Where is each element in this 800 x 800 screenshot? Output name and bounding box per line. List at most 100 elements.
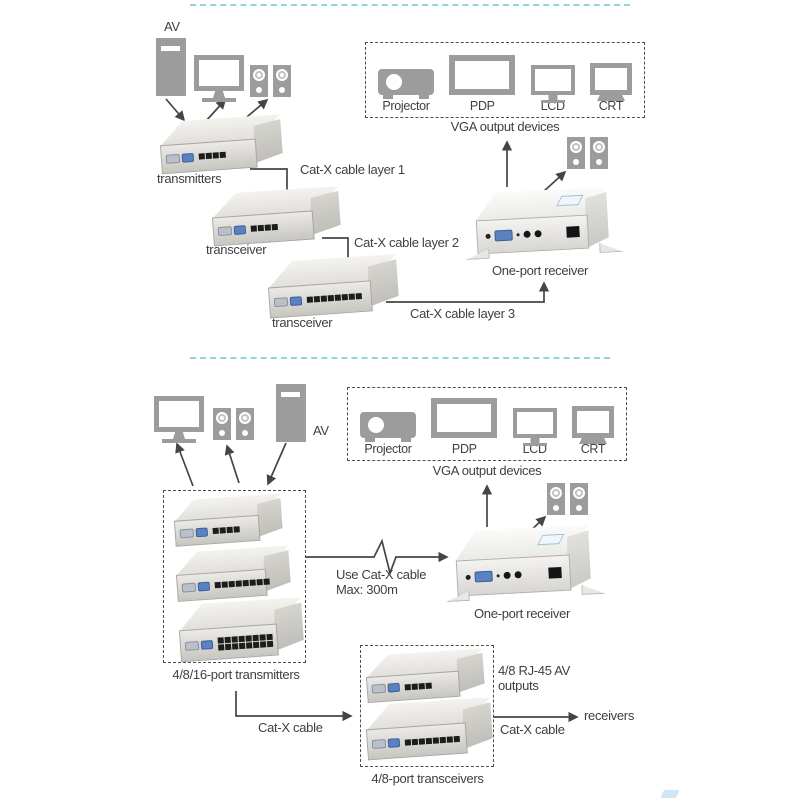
transceiver-8port (364, 697, 494, 761)
rj45-port (233, 526, 240, 533)
speaker-left (213, 408, 231, 440)
vga-port (273, 297, 289, 307)
mounting-flange-right (581, 584, 605, 595)
speaker-right (590, 137, 608, 169)
cable-layer3-label: Cat-X cable layer 3 (410, 306, 515, 321)
vga-item-pdp: PDP (449, 51, 516, 113)
lcd-base (522, 443, 547, 446)
pdp-screen (437, 404, 492, 432)
arrow-av-to-transmitter (165, 98, 186, 122)
transmitter-8port (174, 545, 291, 602)
vga-caption-2: VGA output devices (432, 463, 542, 478)
rj45-port (266, 633, 273, 640)
projector-foot (401, 438, 411, 442)
crt-icon (589, 63, 632, 101)
crt-screen (594, 68, 627, 90)
rj45-port (355, 293, 362, 300)
rj45-port (453, 735, 460, 742)
vga-port (184, 640, 200, 651)
rj45-port (425, 682, 432, 689)
lcd-screen (516, 412, 553, 434)
rj45-port (252, 634, 259, 641)
transmitters-box-label: 4/8/16-port transmitters (172, 667, 300, 682)
rj45-port (334, 294, 342, 302)
receiver-label-sticker (556, 195, 583, 206)
lcd-screen (534, 69, 571, 91)
speaker-cone (253, 69, 265, 81)
rj45-port-row (404, 682, 432, 691)
rj45-port (266, 640, 274, 647)
projector-foot (383, 95, 393, 99)
vga-port-blue (387, 738, 401, 748)
rj45-port (348, 293, 356, 301)
monitor-frame (154, 396, 204, 432)
monitor-icon (194, 55, 244, 102)
middle-divider (190, 357, 610, 359)
pdp-screen (455, 61, 510, 89)
speaker-tweeter (279, 87, 285, 93)
monitor-icon (154, 396, 204, 443)
tower-icon (276, 384, 306, 442)
speakers-icon (250, 65, 291, 97)
catx-down-line (235, 691, 353, 722)
rj45-port (217, 643, 225, 651)
vga-port (179, 528, 195, 539)
rj45-port (238, 642, 246, 649)
speaker-tweeter (573, 159, 579, 165)
catx-right-label: Cat-X cable (500, 722, 565, 737)
rj45-ports (217, 633, 274, 651)
transceiver1-label: transceiver (206, 242, 267, 257)
receiver-label-sticker (537, 533, 564, 544)
rj45-ports (250, 224, 279, 233)
vga-port-blue (387, 683, 401, 693)
rj45-port-row (404, 735, 460, 746)
pdp-label: PDP (469, 99, 495, 113)
tower-slot (161, 46, 180, 51)
transceiver-device-1 (210, 186, 341, 247)
speaker-right (236, 408, 254, 440)
vga-port-blue (233, 225, 247, 235)
rj45-port (242, 580, 249, 587)
vga-port (181, 582, 197, 593)
projector-icon (378, 69, 434, 99)
projector-foot (365, 438, 375, 442)
rj45-port (411, 683, 418, 690)
rj45-port (249, 579, 256, 587)
speaker-tweeter (576, 505, 582, 511)
speaker-left (250, 65, 268, 97)
rj45-port-row (214, 578, 270, 589)
transmitters-group-box (163, 490, 306, 663)
speakers-icon (213, 408, 254, 440)
lcd-frame (512, 408, 557, 438)
speaker-cone (573, 487, 585, 499)
rj45-port (566, 226, 580, 239)
vga-item-projector: Projector (378, 51, 434, 113)
vga-port-blue (197, 581, 211, 592)
audio-jack (465, 575, 471, 581)
vga-port (371, 739, 387, 750)
arrow-txbox-to-monitor (175, 442, 194, 487)
rj45-port (271, 224, 279, 231)
vga-port-blue (289, 296, 303, 306)
cable-layer1-label: Cat-X cable layer 1 (300, 162, 405, 177)
vga-port-blue (494, 229, 513, 242)
one-port-receiver-device-1 (474, 187, 609, 260)
pdp-label: PDP (451, 442, 477, 456)
tower-icon (156, 38, 186, 96)
catx-note-line2: Max: 300m (336, 582, 398, 597)
rj45-port-row (250, 224, 279, 233)
crt-label: CRT (580, 442, 606, 456)
projector-foot (419, 95, 429, 99)
rj45-port (439, 736, 447, 743)
rj45-ports (404, 735, 460, 746)
rj45-port (263, 578, 270, 586)
rj45-port (259, 633, 266, 641)
crt-frame (571, 406, 614, 438)
vga-port (165, 153, 181, 164)
lcd-stand (530, 438, 540, 443)
speaker-left (547, 483, 565, 515)
monitor-stand (173, 432, 185, 439)
rj45-ports (306, 293, 362, 304)
rj45-port (404, 738, 412, 746)
rj45-port (446, 735, 453, 743)
